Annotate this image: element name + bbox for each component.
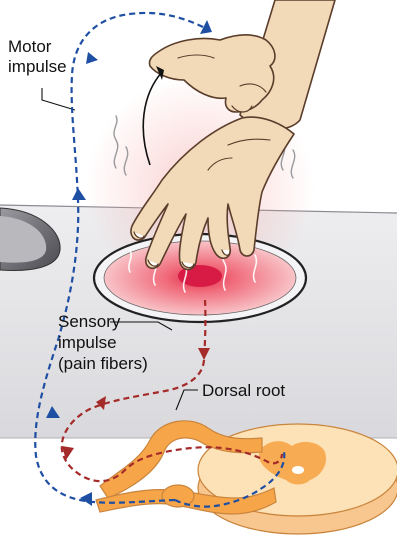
sensory-impulse-label-line2: impulse — [58, 333, 117, 352]
hot-burner-icon — [94, 234, 306, 322]
sensory-impulse-label-line1: Sensory — [58, 312, 121, 331]
sensory-impulse-label-line3: (pain fibers) — [58, 354, 148, 373]
dorsal-root-label: Dorsal root — [202, 381, 285, 400]
motor-impulse-label-line2: impulse — [8, 57, 67, 76]
motor-impulse-label-line1: Motor — [8, 37, 52, 56]
